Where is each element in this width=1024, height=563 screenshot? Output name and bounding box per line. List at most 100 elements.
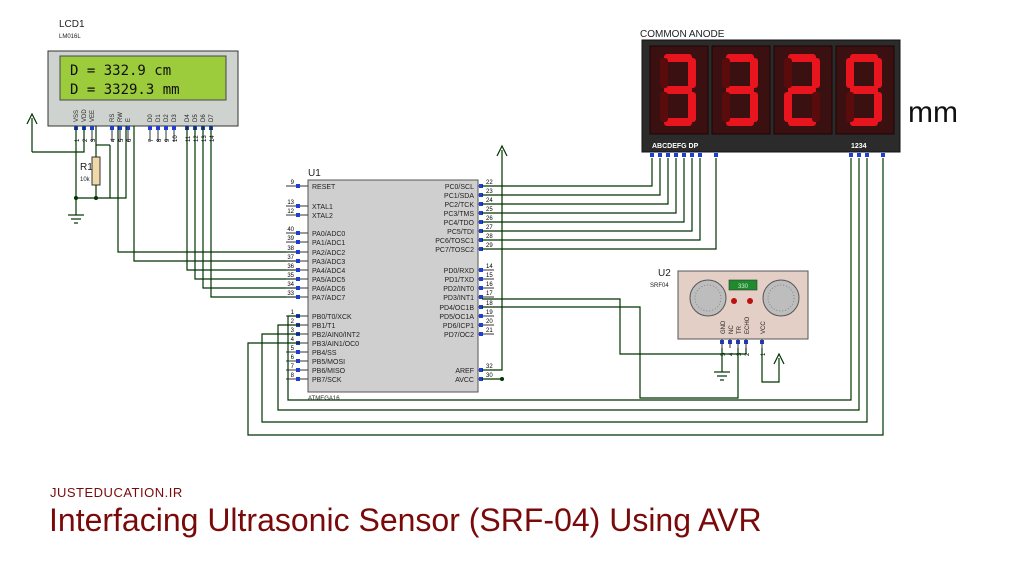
mcu-pin-number: 26 bbox=[486, 216, 493, 222]
mcu-pin-marker bbox=[296, 240, 300, 244]
sensor-model: SRF04 bbox=[650, 283, 669, 289]
sensor-pin-name: GND bbox=[721, 320, 727, 334]
mcu-pin-name: PC6/TOSC1 bbox=[435, 238, 474, 245]
lcd-pin-number: 10 bbox=[173, 135, 179, 142]
display-pin-marker bbox=[698, 153, 702, 157]
mcu-left-pins: 9RESET13XTAL112XTAL240PA0/ADC039PA1/ADC1… bbox=[286, 180, 360, 384]
sensor-pin-name: ECHO bbox=[745, 316, 751, 334]
mcu-pin-marker bbox=[296, 295, 300, 299]
lcd-pin-marker bbox=[118, 126, 122, 130]
power-arrow-icon bbox=[496, 144, 508, 157]
mcu-pin-name: PD6/ICP1 bbox=[443, 323, 474, 330]
mcu-pin-name: PC5/TDI bbox=[447, 229, 474, 236]
mcu-pin-name: PC7/TOSC2 bbox=[435, 247, 474, 254]
mcu-pin-marker bbox=[479, 184, 483, 188]
junction-dot bbox=[94, 196, 98, 200]
sensor-pin-name: TR bbox=[737, 325, 743, 334]
mcu-pin-marker bbox=[296, 250, 300, 254]
lcd-wiring bbox=[31, 118, 300, 298]
lcd-pin-name: D2 bbox=[164, 114, 170, 122]
mcu-body bbox=[307, 179, 479, 393]
mcu-pin-marker bbox=[479, 323, 483, 327]
display-segment bbox=[850, 86, 878, 94]
lcd-pin-number: 11 bbox=[186, 135, 192, 142]
display-segment bbox=[874, 92, 882, 122]
junction-dot bbox=[74, 196, 78, 200]
mcu-pin-marker bbox=[296, 204, 300, 208]
mcu-pin-name: PA3/ADC3 bbox=[312, 259, 345, 266]
display-segment bbox=[788, 54, 816, 62]
mcu-pin-number: 28 bbox=[486, 234, 493, 240]
mcu-pin-number: 29 bbox=[486, 243, 493, 249]
mcu-pin-number: 14 bbox=[486, 264, 493, 270]
sensor-pin-number: 2 bbox=[745, 352, 751, 356]
mcu-pin-name: PA4/ADC4 bbox=[312, 268, 345, 275]
mcu-pin-number: 25 bbox=[486, 207, 493, 213]
sensor-ref: U2 bbox=[658, 268, 671, 279]
lcd-pin-number: 8 bbox=[157, 138, 163, 142]
mcu-pin-name: PA7/ADC7 bbox=[312, 295, 345, 302]
mcu-pin-number: 39 bbox=[287, 236, 294, 242]
mcu-pin-name: PB7/SCK bbox=[312, 377, 342, 384]
lcd-ref: LCD1 bbox=[59, 19, 85, 30]
display-segment bbox=[788, 118, 816, 126]
footer-title: Interfacing Ultrasonic Sensor (SRF-04) U… bbox=[49, 502, 762, 538]
footer-site: JUSTEDUCATION.IR bbox=[50, 485, 183, 500]
mcu-pin-number: 7 bbox=[291, 364, 295, 370]
mcu-pin-number: 22 bbox=[486, 180, 493, 186]
mcu-pin-number: 17 bbox=[486, 291, 493, 297]
display-segment bbox=[722, 92, 730, 122]
lcd-pin-number: 12 bbox=[194, 135, 200, 142]
wire-d7 bbox=[210, 126, 300, 298]
mcu-pin-number: 5 bbox=[291, 346, 295, 352]
mcu-pin-number: 9 bbox=[291, 180, 295, 186]
mcu-pin-marker bbox=[479, 268, 483, 272]
mcu-pin-name: PD3/INT1 bbox=[443, 295, 474, 302]
display-pin-marker bbox=[714, 153, 718, 157]
mcu-pin-marker bbox=[479, 229, 483, 233]
display-pin-marker bbox=[881, 153, 885, 157]
mcu-pin-name: PB0/T0/XCK bbox=[312, 314, 352, 321]
mcu-pin-number: 32 bbox=[486, 364, 493, 370]
lcd-pin-name: D4 bbox=[185, 114, 191, 122]
display-segment bbox=[660, 92, 668, 122]
display-segment bbox=[812, 58, 820, 88]
mcu-pin-number: 37 bbox=[287, 255, 294, 261]
display-segment bbox=[874, 58, 882, 88]
sensor-badge-text: 330 bbox=[738, 284, 749, 290]
mcu-pin-marker bbox=[296, 350, 300, 354]
mcu-pin-name: PC4/TDO bbox=[444, 220, 475, 227]
mcu-pin-name: PB6/MISO bbox=[312, 368, 346, 375]
mcu-pin-number: 34 bbox=[287, 282, 294, 288]
sensor-led bbox=[731, 298, 737, 304]
mcu-pin-marker bbox=[296, 377, 300, 381]
mcu-pin-marker bbox=[296, 259, 300, 263]
display-pin-marker bbox=[666, 153, 670, 157]
mcu-pin-name: PD7/OC2 bbox=[444, 332, 474, 339]
mcu-pin-marker bbox=[296, 359, 300, 363]
mcu-pin-number: 3 bbox=[291, 328, 295, 334]
display-segment bbox=[726, 86, 754, 94]
mcu-pin-number: 18 bbox=[486, 301, 493, 307]
mcu-pin-number: 36 bbox=[287, 264, 294, 270]
lcd-screen bbox=[59, 55, 227, 101]
display-pins bbox=[650, 153, 885, 157]
mcu-pin-marker bbox=[296, 277, 300, 281]
lcd-pin-marker bbox=[90, 126, 94, 130]
lcd-pin-marker bbox=[110, 126, 114, 130]
display-segment bbox=[850, 54, 878, 62]
mcu-pin-name: PA5/ADC5 bbox=[312, 277, 345, 284]
mcu-pin-marker bbox=[479, 211, 483, 215]
junction-dot bbox=[500, 377, 504, 381]
wire-vdd bbox=[32, 126, 85, 153]
mcu-pin-number: 2 bbox=[291, 319, 295, 325]
display-segment bbox=[688, 92, 696, 122]
mcu-pin-name: PC2/TCK bbox=[444, 202, 474, 209]
sensor-pin-name: NC bbox=[729, 325, 735, 334]
mcu-pin-number: 1 bbox=[291, 310, 295, 316]
mcu-pin-marker bbox=[479, 368, 483, 372]
display-pin-marker bbox=[690, 153, 694, 157]
mcu-pin-marker bbox=[296, 231, 300, 235]
display-segment bbox=[722, 58, 730, 88]
mcu-ref: U1 bbox=[308, 168, 321, 179]
